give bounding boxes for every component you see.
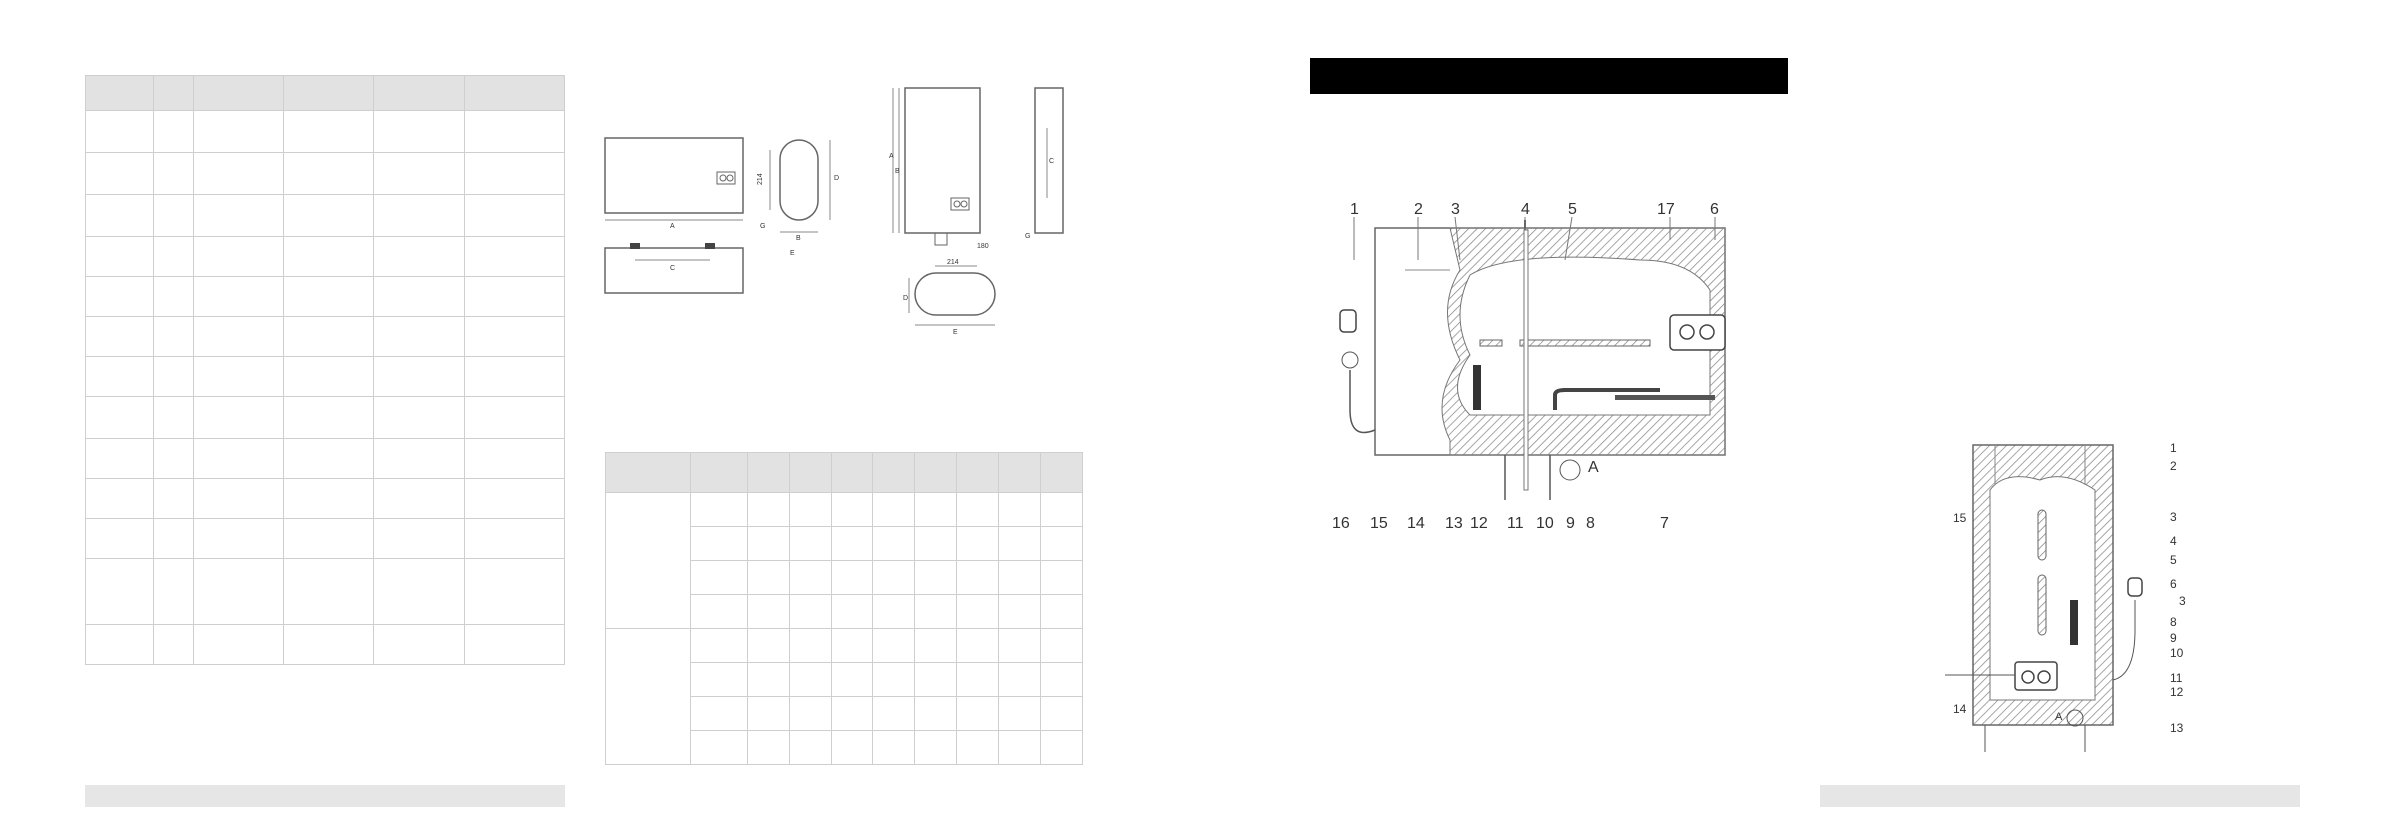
svg-text:G: G <box>760 223 765 230</box>
svg-text:15: 15 <box>1953 511 1967 525</box>
svg-text:2: 2 <box>1414 201 1423 218</box>
dimension-drawing-vertical: A B 180 C G 214 D E <box>889 87 1064 336</box>
svg-text:16: 16 <box>1332 515 1350 532</box>
table-row <box>85 396 565 439</box>
heater-vertical-cutaway: 1 2 3 4 5 6 3 8 9 10 11 12 13 15 14 A <box>1945 441 2186 752</box>
specification-table <box>85 75 565 665</box>
svg-text:E: E <box>790 250 795 257</box>
svg-text:214: 214 <box>947 259 959 266</box>
table-row <box>606 730 1083 765</box>
svg-text:14: 14 <box>1953 702 1967 716</box>
table-header-row <box>605 452 1083 493</box>
table-row <box>605 628 1083 765</box>
svg-text:A: A <box>670 223 675 230</box>
svg-text:10: 10 <box>1536 515 1554 532</box>
svg-text:C: C <box>670 265 675 272</box>
table-row <box>85 276 565 317</box>
table-row <box>85 438 565 479</box>
svg-text:9: 9 <box>2170 631 2177 645</box>
table-row <box>606 594 1083 629</box>
svg-text:G: G <box>1025 233 1030 240</box>
svg-text:13: 13 <box>2170 721 2184 735</box>
table-row <box>85 316 565 357</box>
table-row <box>85 624 565 665</box>
svg-text:8: 8 <box>2170 615 2177 629</box>
svg-text:B: B <box>796 235 801 242</box>
svg-text:3: 3 <box>1451 201 1460 218</box>
table-row <box>85 478 565 519</box>
svg-text:10: 10 <box>2170 646 2184 660</box>
table-row <box>85 356 565 397</box>
svg-text:214: 214 <box>757 173 764 185</box>
svg-text:A: A <box>889 153 894 160</box>
svg-text:C: C <box>1049 158 1054 165</box>
svg-text:13: 13 <box>1445 515 1463 532</box>
svg-text:5: 5 <box>1568 201 1577 218</box>
svg-text:6: 6 <box>1710 201 1719 218</box>
svg-text:1: 1 <box>1350 201 1359 218</box>
svg-text:180: 180 <box>977 243 989 250</box>
table-header-row <box>85 75 565 111</box>
svg-text:12: 12 <box>1470 515 1488 532</box>
svg-text:6: 6 <box>2170 577 2177 591</box>
svg-text:1: 1 <box>2170 441 2177 455</box>
svg-text:4: 4 <box>2170 534 2177 548</box>
svg-text:12: 12 <box>2170 685 2184 699</box>
svg-text:D: D <box>834 175 839 182</box>
footer-band-left <box>85 785 565 807</box>
dimension-drawing-horizontal: A 214 D B G C E <box>604 137 839 294</box>
svg-text:A: A <box>2055 711 2063 723</box>
table-row <box>85 110 565 153</box>
svg-text:7: 7 <box>1660 515 1669 532</box>
table-row <box>605 492 1083 629</box>
svg-text:17: 17 <box>1657 201 1675 218</box>
heater-horizontal-cutaway: 1 2 3 4 5 17 6 16 15 14 13 12 11 10 9 8 … <box>1332 201 1726 532</box>
section-title-bar <box>1310 58 1788 94</box>
dimensions-table <box>605 452 1083 765</box>
table-row <box>85 518 565 559</box>
svg-text:14: 14 <box>1407 515 1425 532</box>
svg-text:5: 5 <box>2170 553 2177 567</box>
svg-text:D: D <box>903 295 908 302</box>
svg-text:15: 15 <box>1370 515 1388 532</box>
svg-text:2: 2 <box>2170 459 2177 473</box>
footer-band-right <box>1820 785 2300 807</box>
table-row <box>85 152 565 195</box>
table-row <box>85 236 565 277</box>
svg-text:E: E <box>953 329 958 336</box>
svg-text:9: 9 <box>1566 515 1575 532</box>
table-row <box>85 194 565 237</box>
table-row <box>85 558 565 625</box>
svg-text:11: 11 <box>2170 671 2183 685</box>
svg-text:3: 3 <box>2170 510 2177 524</box>
svg-text:11: 11 <box>1507 515 1524 532</box>
svg-text:B: B <box>895 168 900 175</box>
svg-text:3: 3 <box>2179 594 2186 608</box>
svg-text:A: A <box>1588 459 1599 476</box>
svg-text:4: 4 <box>1521 201 1530 218</box>
svg-text:8: 8 <box>1586 515 1595 532</box>
